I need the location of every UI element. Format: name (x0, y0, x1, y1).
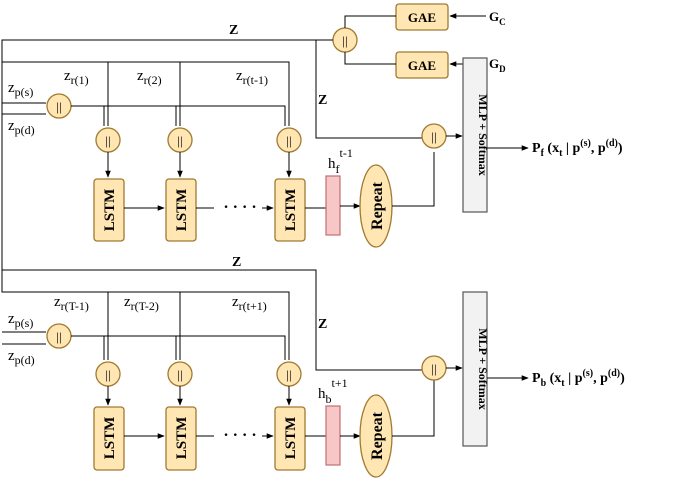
fwd-lstm-2 (165, 178, 197, 242)
bwd-zp-to-c2 (104, 335, 177, 360)
gae-c-to-concat (344, 15, 396, 28)
z-label-bwd: Z (318, 317, 327, 332)
bwd-zr3-label: zr(t+1) (232, 294, 267, 313)
fwd-lstm-3 (274, 178, 306, 242)
bwd-mlp-softmax (462, 291, 488, 447)
z-label-fwd: Z (318, 93, 327, 108)
z-label-mid: Z (232, 255, 241, 270)
bwd-col3-concat-symbol: || (286, 367, 291, 382)
fwd-zr1-label: zr(1) (64, 68, 89, 87)
bwd-lstm-1 (93, 406, 125, 471)
gae-d-to-concat (344, 52, 396, 65)
z-label-top: Z (229, 23, 238, 38)
bwd-lstm-2 (165, 406, 197, 471)
fwd-lstm-1 (93, 178, 125, 242)
gae-box-c (395, 3, 449, 31)
gae-concat-symbol: || (342, 33, 347, 48)
bwd-hidden-label: hbt+1 (318, 376, 348, 406)
fwd-zr2-label: zr(2) (137, 68, 162, 87)
bwd-zr1-label: zr(T-1) (54, 294, 89, 313)
bwd-zpd-label: zp(d) (8, 348, 35, 367)
fwd-zpd-label: zp(d) (8, 118, 35, 137)
fwd-hidden-label: hft-1 (328, 146, 353, 176)
fwd-lstm-3-label: LSTM (283, 189, 299, 232)
forward-branch: Z Z zr(1) zr(2) zr(t-1) zp(s) zp(d) || |… (1, 23, 623, 270)
bwd-mlp-label: MLP + Softmax (476, 328, 490, 410)
bwd-hidden-state (325, 405, 341, 466)
gae-section: GAE GAE GC GD || (332, 3, 506, 79)
backward-branch: Z Z zr(T-1) zr(T-2) zr(t+1) zp(s) zp(d) … (1, 255, 625, 478)
z-line-top (1, 39, 333, 270)
bwd-repeat-to-concat (392, 380, 435, 437)
bwd-lstm-3-label: LSTM (283, 417, 299, 460)
z-to-bwd-concat (2, 269, 422, 371)
bwd-lstm-2-label: LSTM (174, 417, 190, 460)
fwd-lstm-2-label: LSTM (174, 189, 190, 232)
fwd-hidden-state (325, 175, 341, 236)
fwd-col3-concat-symbol: || (286, 133, 291, 148)
fwd-zps-label: zp(s) (8, 80, 33, 99)
fwd-zp-to-c2 (104, 105, 177, 126)
bwd-repeat-label: Repeat (369, 411, 386, 460)
fwd-output-label: Pf (xt | p(s), p(d)) (532, 138, 623, 159)
fwd-zr3-label: zr(t-1) (236, 68, 268, 87)
bwd-col1-concat-symbol: || (105, 367, 110, 382)
bwd-zr2-label: zr(T-2) (124, 294, 159, 313)
fwd-dots: · · · · (223, 199, 256, 216)
bwd-output-label: Pb (xt | p(s), p(d)) (532, 368, 625, 389)
fwd-col2-concat-symbol: || (177, 133, 182, 148)
bwd-out-concat-symbol: || (431, 361, 436, 376)
bwd-zp-concat-symbol: || (56, 329, 61, 344)
bwd-zps-label: zp(s) (8, 311, 33, 330)
bwd-zp-to-c1 (71, 335, 105, 360)
fwd-mlp-softmax (462, 57, 488, 213)
fwd-mlp-label: MLP + Softmax (476, 94, 490, 176)
fwd-out-concat-symbol: || (431, 129, 436, 144)
gc-label: GC (489, 9, 506, 27)
bwd-lstm-3 (274, 406, 306, 471)
fwd-col1-concat-symbol: || (105, 133, 110, 148)
fwd-lstm-1-label: LSTM (102, 189, 118, 232)
bwd-lstm-1-label: LSTM (102, 417, 118, 460)
fwd-repeat-to-concat (392, 152, 435, 207)
fwd-repeat-label: Repeat (369, 181, 386, 230)
fwd-zp-concat-symbol: || (56, 99, 61, 114)
fwd-zp-to-c3 (176, 105, 286, 126)
fwd-zp-to-c1 (71, 105, 105, 126)
bwd-dots: · · · · (223, 427, 256, 444)
gae-label-d: GAE (408, 58, 436, 73)
bwd-col2-concat-symbol: || (177, 367, 182, 382)
gae-box-d (395, 51, 449, 79)
z-to-fwd-concat (315, 40, 422, 139)
gae-label-c: GAE (408, 10, 436, 25)
gd-label: GD (489, 56, 506, 74)
bwd-zp-to-c3 (176, 335, 286, 360)
